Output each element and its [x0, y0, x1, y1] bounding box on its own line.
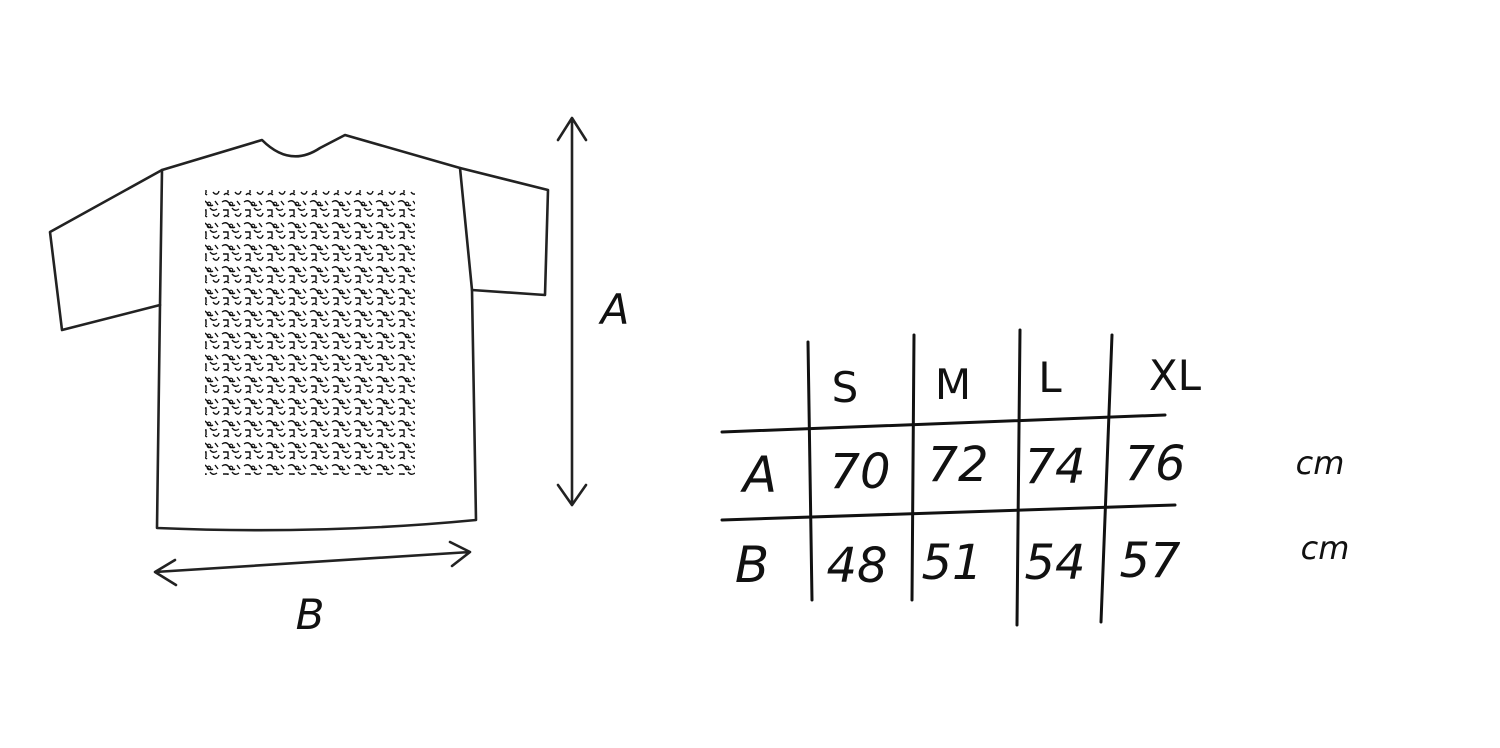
unit-b: cm — [1300, 529, 1350, 567]
dimension-label-b: B — [295, 590, 325, 639]
arrow-b — [153, 540, 472, 587]
arrow-a — [556, 116, 588, 507]
cell-b-l: 54 — [1024, 535, 1086, 591]
cell-b-s: 48 — [826, 538, 888, 594]
table-grid — [720, 328, 1177, 627]
column-header-m: M — [934, 360, 972, 409]
column-header-xl: XL — [1148, 351, 1202, 400]
unit-a: cm — [1295, 444, 1345, 482]
column-header-l: L — [1038, 353, 1062, 402]
cell-a-m: 72 — [927, 437, 989, 493]
cell-b-xl: 57 — [1119, 533, 1181, 589]
print-pattern — [205, 190, 415, 475]
tshirt-outline — [48, 133, 550, 532]
row-label-a: A — [742, 446, 778, 504]
dimension-label-a: A — [600, 285, 630, 334]
cell-a-xl: 76 — [1124, 436, 1186, 492]
cell-b-m: 51 — [921, 535, 983, 591]
cell-a-s: 70 — [829, 444, 891, 500]
cell-a-l: 74 — [1024, 439, 1086, 495]
column-header-s: S — [831, 363, 859, 412]
row-label-b: B — [734, 536, 770, 594]
